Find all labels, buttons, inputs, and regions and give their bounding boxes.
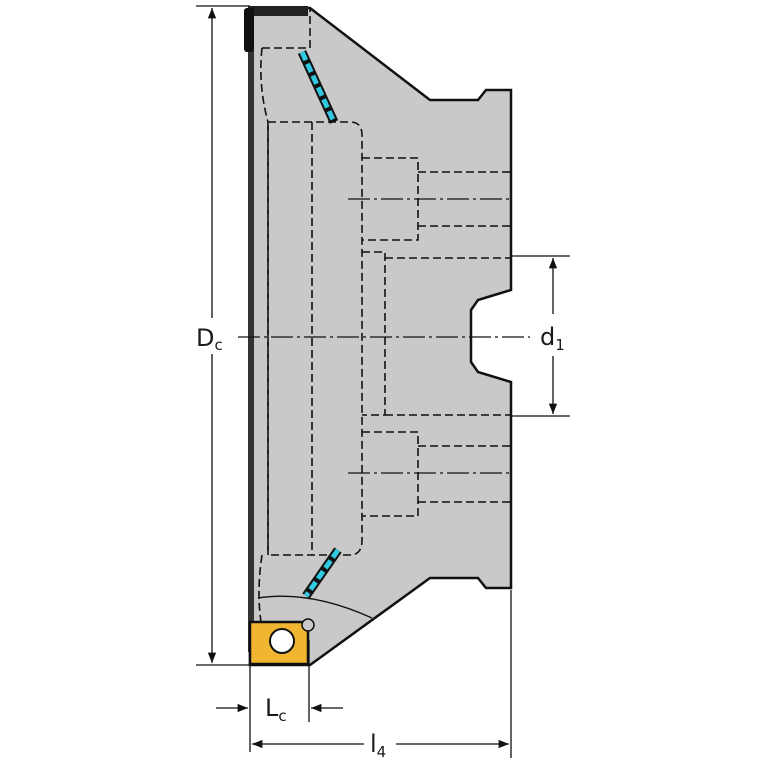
center-lines — [238, 198, 530, 474]
lc-label: Lc — [265, 694, 287, 725]
top-insert-block — [248, 6, 308, 16]
lower-pocket-arc — [257, 595, 373, 619]
dimension-lc — [216, 640, 343, 752]
dimension-d1 — [511, 255, 570, 417]
d1-label: d1 — [540, 323, 565, 354]
square-insert-icon — [248, 618, 315, 666]
coolant-channel-icon — [297, 50, 342, 599]
dimension-l4 — [251, 590, 512, 758]
top-insert-edge — [244, 8, 254, 52]
front-face — [248, 12, 254, 652]
dc-label: Dc — [196, 324, 223, 354]
dimension-dc — [196, 5, 250, 666]
l4-label: l4 — [370, 730, 386, 761]
